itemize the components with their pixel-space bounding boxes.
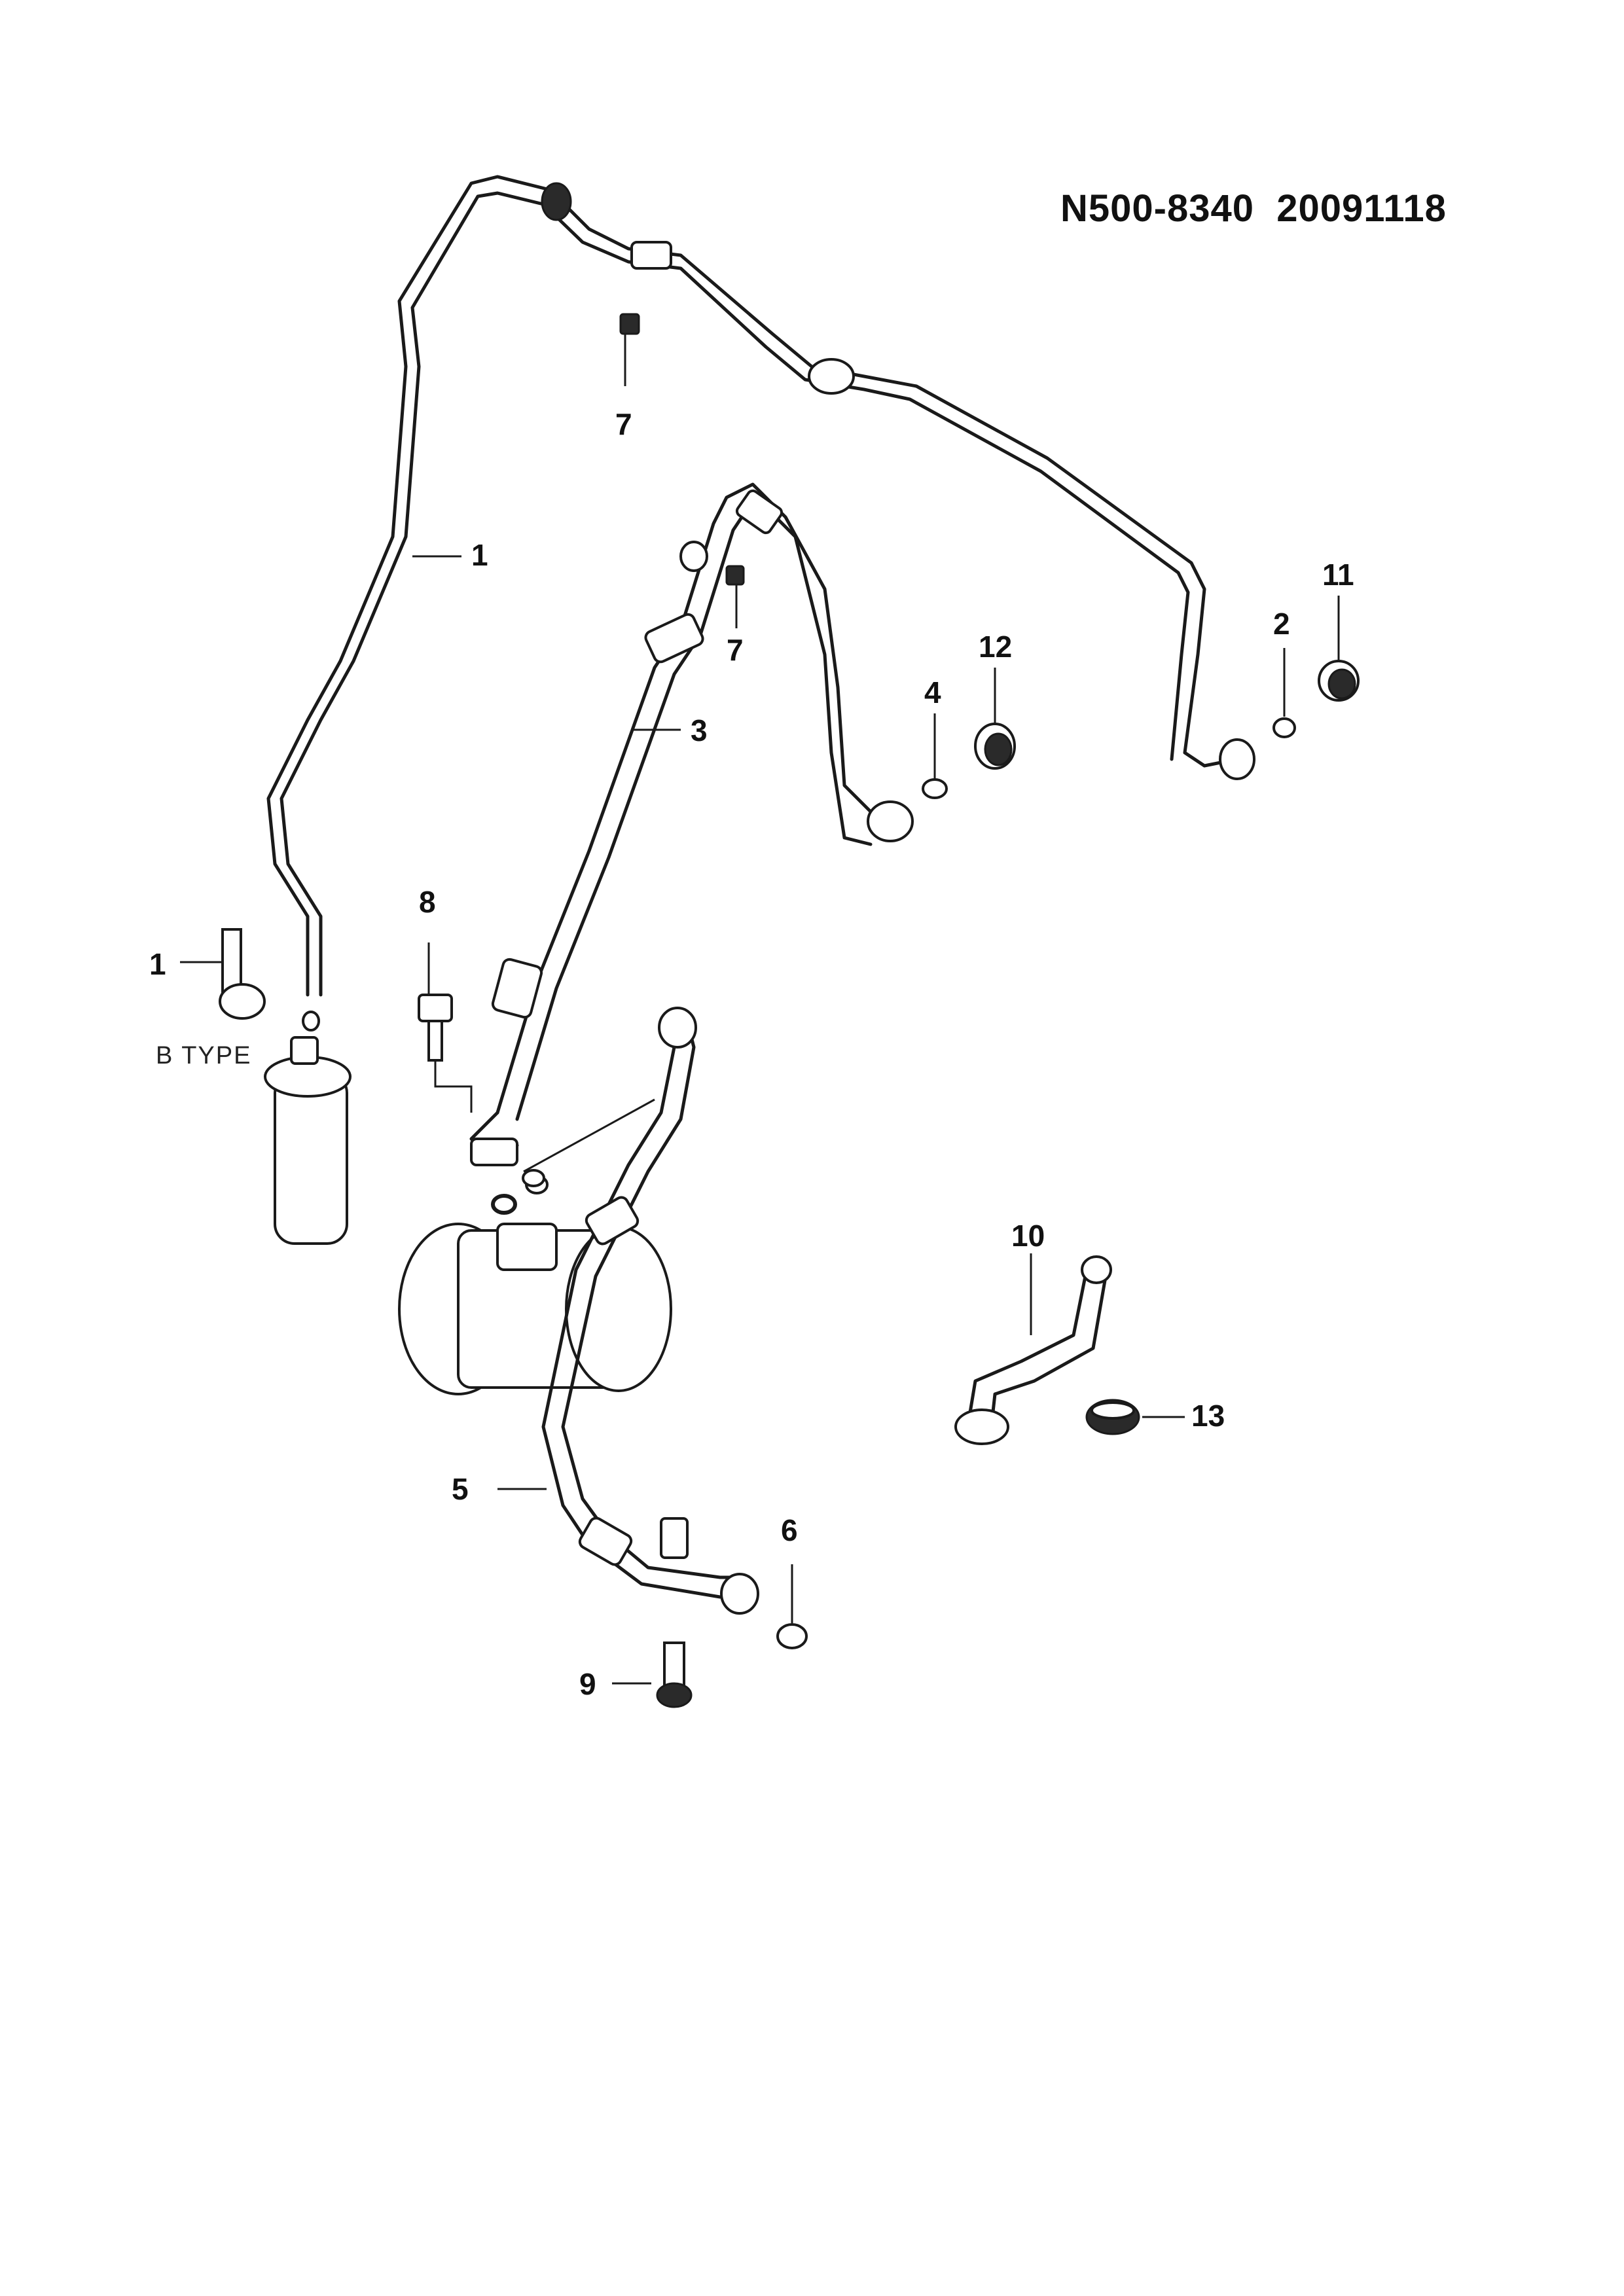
callout-13: 13 (1191, 1399, 1225, 1433)
document-title: N500-8340 20091118 (1060, 187, 1447, 230)
cap-12 (974, 723, 1016, 770)
fitting-1-small (219, 928, 266, 1020)
callout-5: 5 (452, 1472, 469, 1506)
pipe-1-long-line (266, 175, 1255, 997)
oring-4 (922, 778, 948, 799)
callout-8: 8 (419, 885, 436, 919)
callout-7-middle: 7 (727, 633, 744, 667)
callout-10: 10 (1011, 1219, 1045, 1253)
callout-11: 11 (1322, 558, 1354, 592)
callout-1-pipe: 1 (471, 538, 488, 572)
nut-7-middle (725, 565, 745, 586)
nut-7-top (619, 313, 640, 335)
callout-3: 3 (691, 713, 708, 747)
b-type-label: B TYPE (156, 1042, 252, 1069)
callout-12: 12 (979, 630, 1013, 664)
cap-11 (1318, 660, 1360, 702)
grommet-13 (1085, 1399, 1140, 1435)
callout-9: 9 (579, 1667, 596, 1701)
oring-6 (776, 1623, 808, 1649)
hose-10 (954, 1255, 1112, 1445)
leader-lines (180, 334, 1340, 1685)
bolt-8 (418, 994, 473, 1113)
bolt-9 (656, 1641, 693, 1708)
callout-6: 6 (781, 1513, 798, 1547)
pipe-5-discharge (541, 1007, 759, 1615)
receiver-drier (264, 1011, 352, 1245)
orings-compressor (470, 1138, 545, 1213)
oring-2 (1272, 717, 1296, 738)
hose-3-suction (469, 482, 914, 1154)
callout-4: 4 (924, 675, 941, 709)
callout-1-fitting: 1 (149, 947, 166, 981)
callout-7-top: 7 (615, 407, 632, 441)
callout-2: 2 (1273, 607, 1290, 641)
